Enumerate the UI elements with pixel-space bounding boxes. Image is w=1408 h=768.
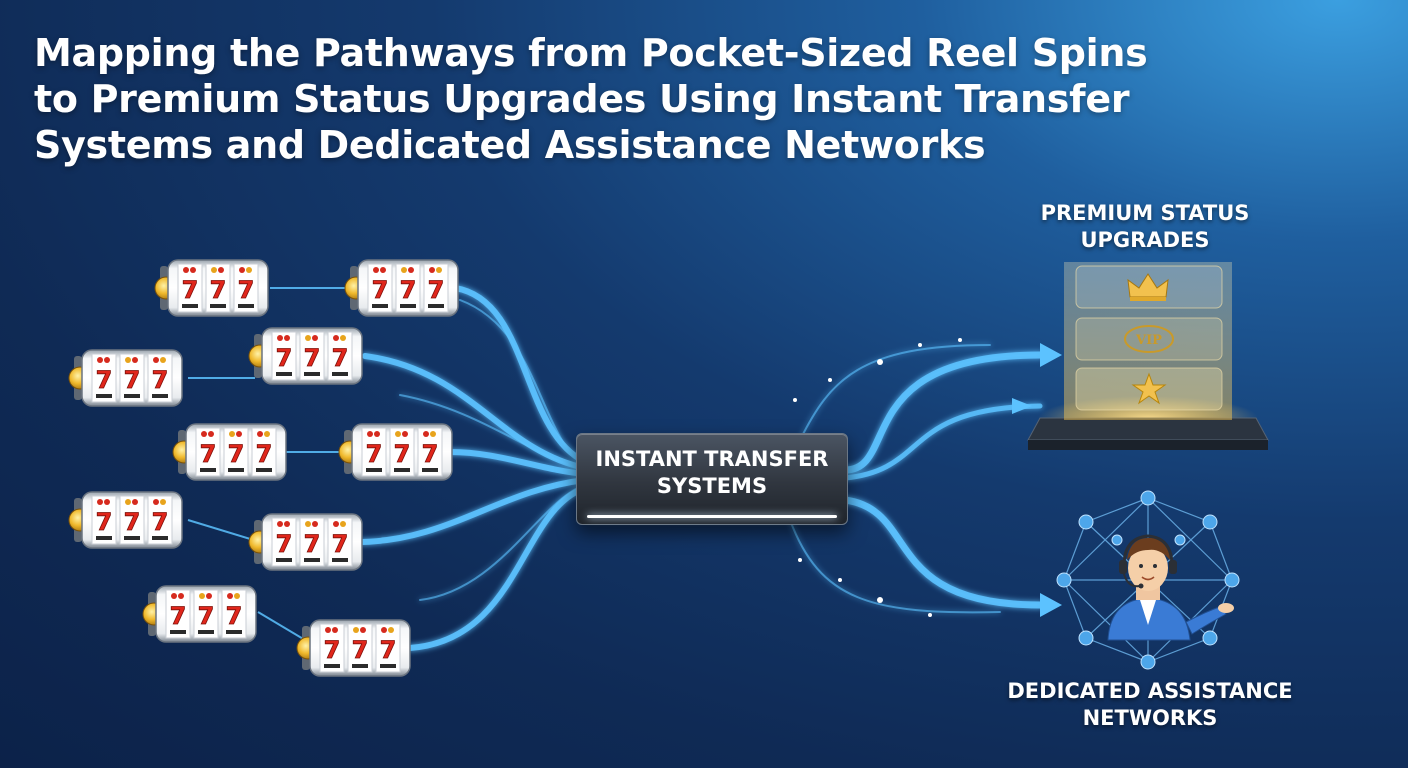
support-agent-icon	[1107, 534, 1234, 641]
reel-symbol: 7	[256, 440, 273, 468]
premium-label-line-1: PREMIUM STATUS	[1040, 201, 1250, 225]
hub-glow-bar	[587, 515, 837, 518]
inflow-streams	[359, 285, 588, 651]
reel-symbol: 7	[304, 344, 321, 372]
reel-symbol: 7	[96, 366, 113, 394]
star-icon	[1131, 372, 1167, 405]
vip-badge-text: VIP	[1135, 333, 1162, 348]
reel-symbol: 7	[428, 276, 445, 304]
reel-symbol: 7	[422, 440, 439, 468]
instant-transfer-hub: INSTANT TRANSFER SYSTEMS	[576, 433, 848, 525]
reel-symbol: 7	[228, 440, 245, 468]
reel-symbol: 7	[352, 636, 369, 664]
title-line-1: Mapping the Pathways from Pocket-Sized R…	[34, 31, 1148, 75]
hub-label-line-2: SYSTEMS	[656, 474, 768, 498]
reel-symbol: 7	[226, 602, 243, 630]
reel-symbol: 7	[332, 344, 349, 372]
tier-crown	[1075, 265, 1223, 309]
reel-symbol: 7	[200, 440, 217, 468]
reel-symbol: 7	[124, 508, 141, 536]
hub-label-line-1: INSTANT TRANSFER	[595, 447, 829, 471]
reel-symbol: 7	[152, 366, 169, 394]
reel-symbol: 7	[324, 636, 341, 664]
reel-symbol: 7	[198, 602, 215, 630]
reel-symbol: 7	[366, 440, 383, 468]
flow-arrowheads	[1012, 343, 1062, 617]
assistance-network-label: DEDICATED ASSISTANCE NETWORKS	[975, 678, 1325, 732]
reel-links	[187, 287, 350, 641]
premium-label-line-2: UPGRADES	[1080, 228, 1210, 252]
reel-symbol: 7	[400, 276, 417, 304]
reel-symbol: 7	[304, 530, 321, 558]
reel-symbol: 7	[276, 344, 293, 372]
reel-symbol: 7	[394, 440, 411, 468]
outflow-streams	[789, 344, 1044, 614]
reel-symbol: 7	[332, 530, 349, 558]
premium-status-panel: VIP	[1027, 262, 1269, 450]
reel-symbol: 7	[182, 276, 199, 304]
reel-symbol: 7	[152, 508, 169, 536]
assistance-label-line-2: NETWORKS	[1082, 706, 1218, 730]
reel-symbol: 7	[380, 636, 397, 664]
title-line-3: Systems and Dedicated Assistance Network…	[34, 123, 986, 167]
reel-symbol: 7	[238, 276, 255, 304]
page-title: Mapping the Pathways from Pocket-Sized R…	[34, 30, 1334, 168]
crown-icon	[1127, 273, 1169, 301]
reel-symbol: 7	[96, 508, 113, 536]
premium-status-label: PREMIUM STATUS UPGRADES	[1010, 200, 1280, 254]
assistance-network	[1056, 490, 1240, 670]
reel-symbol: 7	[372, 276, 389, 304]
tier-star	[1075, 367, 1223, 411]
tier-vip: VIP	[1075, 317, 1223, 361]
assistance-label-line-1: DEDICATED ASSISTANCE	[1007, 679, 1293, 703]
sparkle-dots	[793, 338, 962, 617]
reel-symbol: 7	[124, 366, 141, 394]
reel-symbol: 7	[170, 602, 187, 630]
title-line-2: to Premium Status Upgrades Using Instant…	[34, 77, 1130, 121]
vip-badge-icon: VIP	[1124, 325, 1174, 353]
reel-symbol: 7	[210, 276, 227, 304]
reel-symbol: 7	[276, 530, 293, 558]
